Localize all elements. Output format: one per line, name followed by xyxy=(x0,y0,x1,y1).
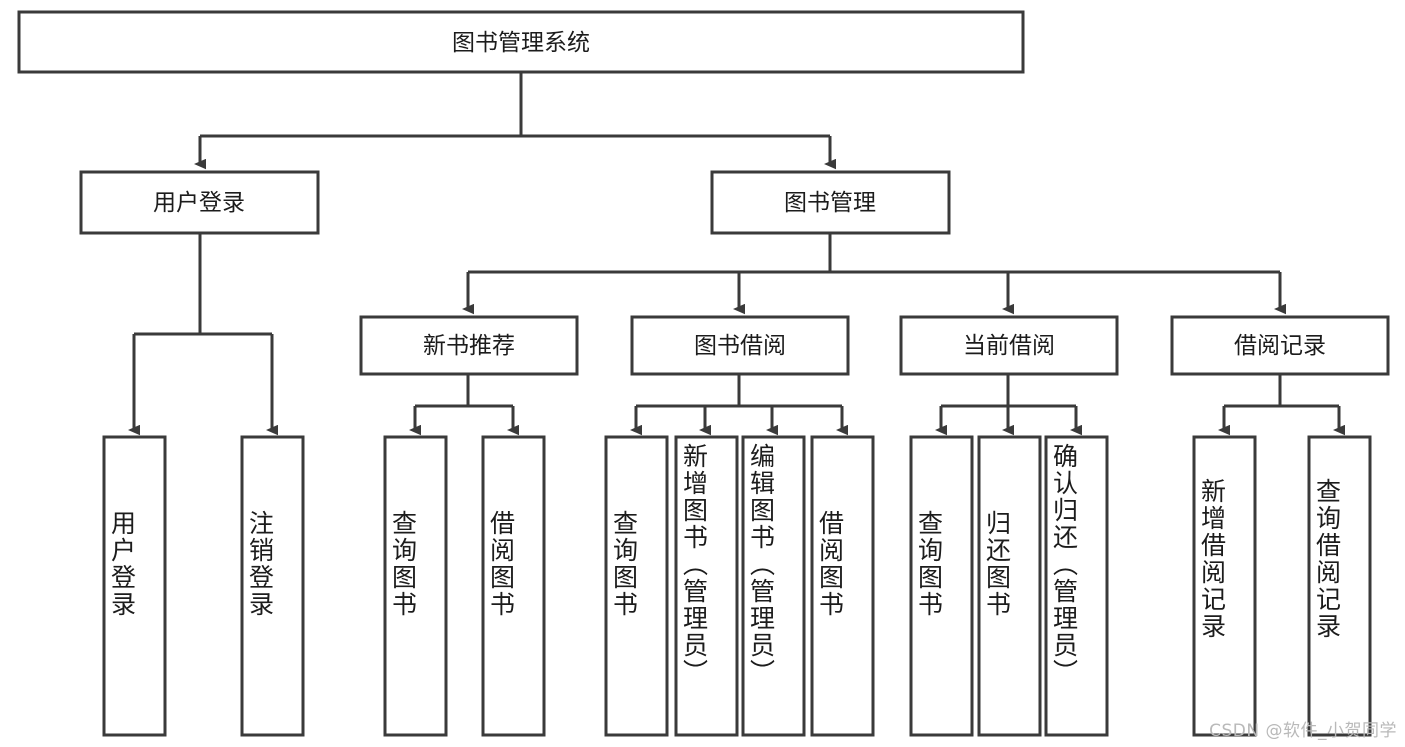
leaf-box-query-book-1[interactable] xyxy=(383,435,448,737)
node-book-manage-box[interactable] xyxy=(710,170,951,235)
node-user-login-box[interactable] xyxy=(79,170,320,235)
node-user-login[interactable]: 用户登录 xyxy=(79,170,320,235)
leaf-box-query-book-3[interactable] xyxy=(909,435,974,737)
node-book-manage[interactable]: 图书管理 xyxy=(710,170,951,235)
leaf-box-logout[interactable] xyxy=(240,435,305,737)
node-root-box[interactable] xyxy=(17,10,1025,74)
leaf-box-borrow-book-2[interactable] xyxy=(810,435,875,737)
leaf-box-return-book[interactable] xyxy=(977,435,1042,737)
leaf-box-user-login[interactable] xyxy=(102,435,167,737)
node-new-book-recommend[interactable]: 新书推荐 xyxy=(359,315,579,376)
leaf-nodes xyxy=(102,435,1372,737)
leaf-box-borrow-book-1[interactable] xyxy=(481,435,546,737)
node-new-book-recommend-box[interactable] xyxy=(359,315,579,376)
leaf-box-confirm-return[interactable] xyxy=(1044,435,1109,737)
leaf-box-query-record[interactable] xyxy=(1307,435,1372,737)
node-book-borrow-box[interactable] xyxy=(630,315,850,376)
node-current-borrow[interactable]: 当前借阅 xyxy=(899,315,1119,376)
node-borrow-record-box[interactable] xyxy=(1170,315,1390,376)
node-borrow-record-label: 借阅记录 xyxy=(1234,333,1326,359)
leaf-box-add-record[interactable] xyxy=(1192,435,1257,737)
node-new-book-recommend-label: 新书推荐 xyxy=(423,333,515,359)
node-book-borrow-label: 图书借阅 xyxy=(694,333,786,359)
leaf-box-edit-book[interactable] xyxy=(741,435,806,737)
node-book-manage-label: 图书管理 xyxy=(784,190,876,216)
connectors xyxy=(128,72,1345,436)
node-root[interactable]: 图书管理系统 xyxy=(17,10,1025,74)
node-borrow-record[interactable]: 借阅记录 xyxy=(1170,315,1390,376)
node-user-login-label: 用户登录 xyxy=(153,190,245,216)
node-root-label: 图书管理系统 xyxy=(452,30,590,56)
node-book-borrow[interactable]: 图书借阅 xyxy=(630,315,850,376)
leaf-box-query-book-2[interactable] xyxy=(604,435,669,737)
node-current-borrow-box[interactable] xyxy=(899,315,1119,376)
watermark-text: CSDN @软件_小贺同学 xyxy=(1209,721,1397,741)
leaf-box-add-book[interactable] xyxy=(674,435,739,737)
node-current-borrow-label: 当前借阅 xyxy=(963,333,1055,359)
